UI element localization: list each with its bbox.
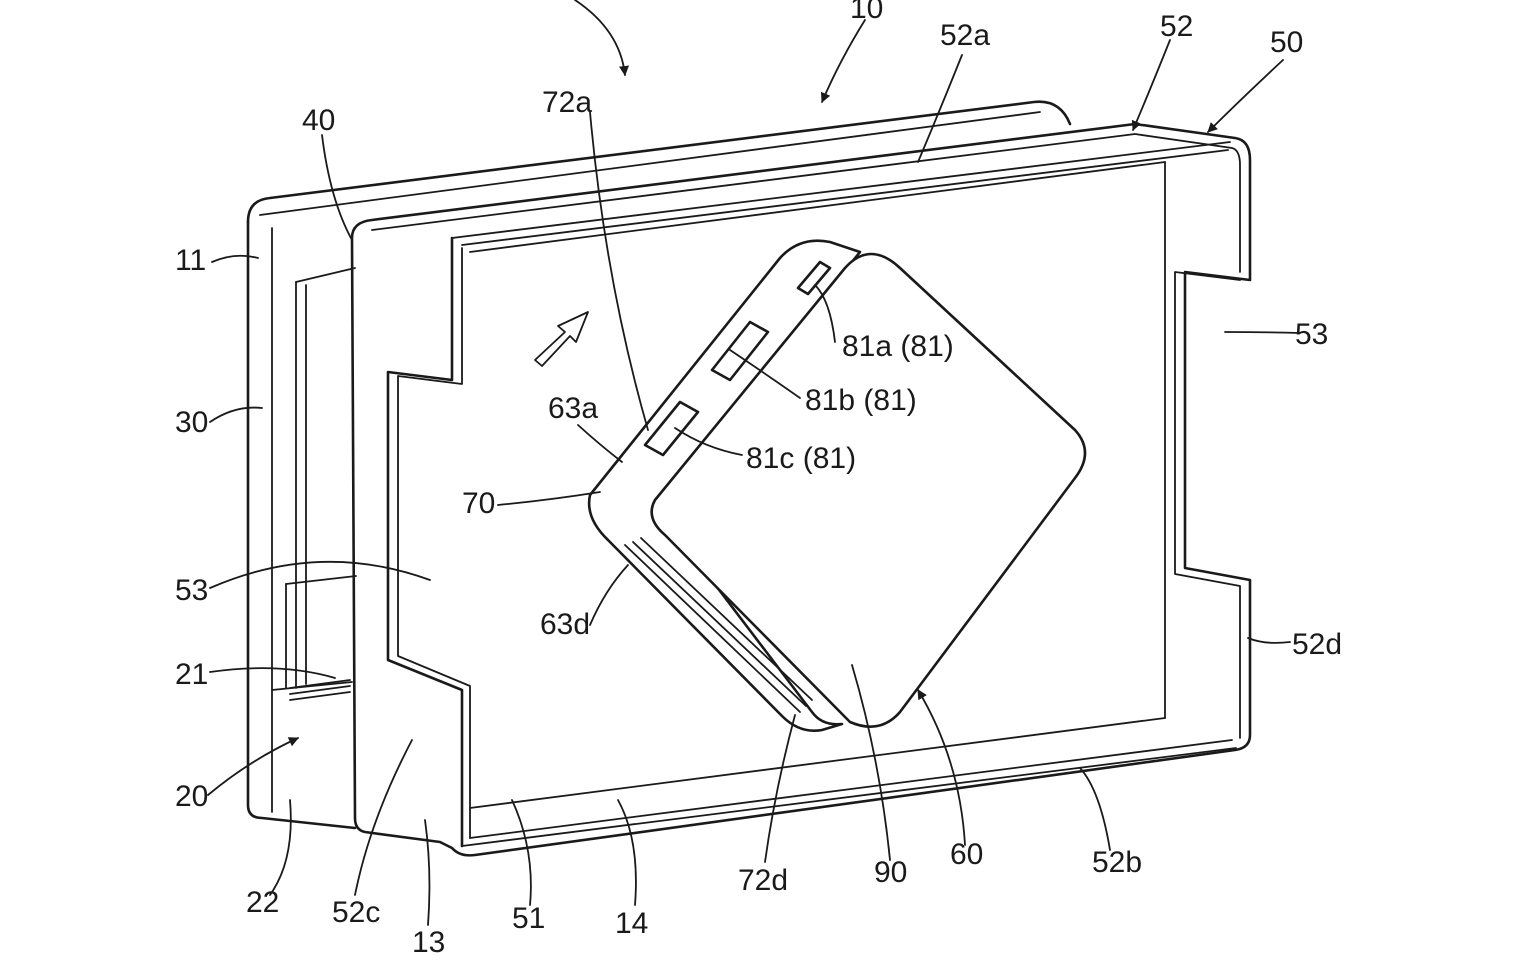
insertion-arrow-icon	[534, 311, 589, 367]
label-63a: 63a	[548, 392, 598, 425]
leader-lines	[207, 0, 1301, 926]
label-81b: 81b (81)	[805, 384, 917, 417]
label-13: 13	[412, 926, 445, 959]
label-81c: 81c (81)	[746, 442, 856, 475]
label-22: 22	[246, 886, 279, 919]
label-70: 70	[462, 487, 495, 520]
label-30: 30	[175, 406, 208, 439]
label-40: 40	[302, 104, 335, 137]
back-holder	[246, 100, 1072, 830]
label-52b: 52b	[1092, 846, 1142, 879]
label-20: 20	[175, 780, 208, 813]
label-50: 50	[1270, 26, 1303, 59]
label-81a: 81a (81)	[842, 330, 954, 363]
label-14: 14	[615, 907, 648, 940]
label-60: 60	[950, 838, 983, 871]
label-72a: 72a	[542, 86, 592, 119]
card-module	[587, 239, 1087, 732]
label-72d: 72d	[738, 864, 788, 897]
label-11: 11	[175, 244, 206, 277]
label-10: 10	[850, 0, 883, 25]
label-53-left: 53	[175, 574, 208, 607]
label-51: 51	[512, 902, 545, 935]
label-52d: 52d	[1292, 628, 1342, 661]
label-52a: 52a	[940, 19, 990, 52]
label-53-right: 53	[1295, 318, 1328, 351]
front-frame	[350, 122, 1252, 857]
label-52: 52	[1160, 10, 1193, 43]
label-90: 90	[874, 856, 907, 889]
label-52c: 52c	[332, 896, 380, 929]
label-63d: 63d	[540, 608, 590, 641]
reference-labels: 10 52a 52 50 72a 40 11 53 81a (81) 81b (…	[175, 0, 1342, 959]
label-21: 21	[175, 658, 208, 691]
